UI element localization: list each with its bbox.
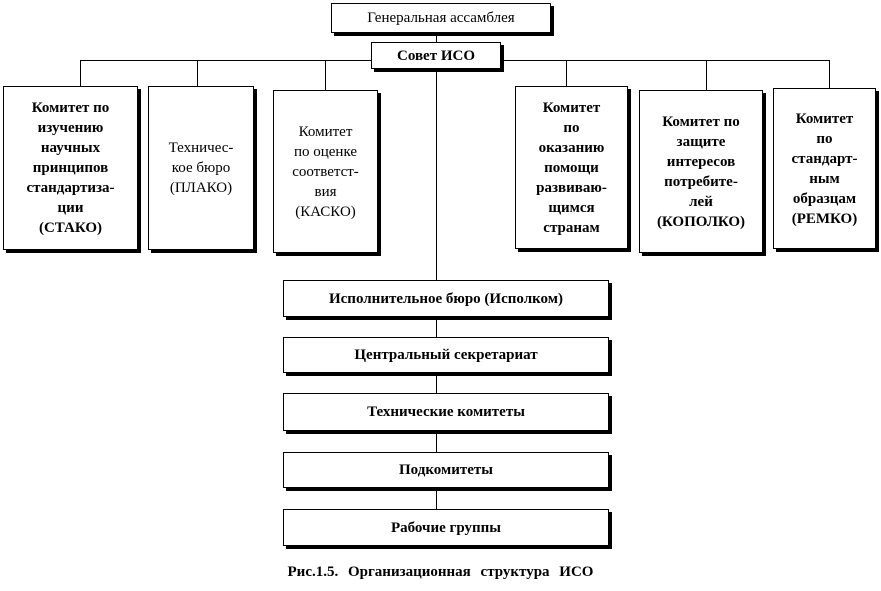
subcommittees-label: Подкомитеты <box>399 462 493 478</box>
technical-committees-label: Технические комитеты <box>367 404 525 420</box>
connector-council-down <box>436 68 437 283</box>
connector-devco <box>566 60 567 86</box>
connector-plako <box>197 60 198 86</box>
figure-caption: Рис.1.5. Организационная структура ИСО <box>287 564 594 580</box>
committee-stako-box: Комитет по изучению научных принципов ст… <box>3 86 138 250</box>
general-assembly-box: Генеральная ассамблея <box>331 3 551 33</box>
committee-kasko-label: Комитет по оценке соответст- вия (КАСКО) <box>292 123 359 220</box>
committee-devco-box: Комитет по оказанию помощи развиваю- щим… <box>515 86 628 249</box>
iso-council-box: Совет ИСО <box>371 42 501 69</box>
subcommittees-box: Подкомитеты <box>283 452 609 488</box>
connector-assembly-council <box>436 33 437 42</box>
committee-plako-label: Техничес- кое бюро (ПЛАКО) <box>168 140 234 196</box>
committee-stako-label: Комитет по изучению научных принципов ст… <box>26 100 115 236</box>
committee-kopolko-box: Комитет по защите интересов потребите- л… <box>639 90 763 253</box>
working-groups-label: Рабочие группы <box>390 519 502 536</box>
connector-h3 <box>436 431 437 452</box>
connector-remko <box>829 60 830 88</box>
committee-devco-label: Комитет по оказанию помощи развиваю- щим… <box>536 99 607 236</box>
connector-h1 <box>436 317 437 337</box>
connector-kopolko <box>706 60 707 90</box>
committee-kasko-box: Комитет по оценке соответст- вия (КАСКО) <box>273 90 378 253</box>
working-groups-box: Рабочие группы <box>283 509 609 546</box>
committee-remko-label: Комитет по стандарт- ным образцам (РЕМКО… <box>791 110 858 227</box>
committee-kopolko-label: Комитет по защите интересов потребите- л… <box>656 113 746 230</box>
connector-kasko <box>325 60 326 90</box>
technical-committees-box: Технические комитеты <box>283 393 609 431</box>
committee-remko-box: Комитет по стандарт- ным образцам (РЕМКО… <box>773 88 876 249</box>
central-secretariat-label: Центральный секретариат <box>354 347 538 363</box>
central-secretariat-box: Центральный секретариат <box>283 337 609 373</box>
connector-stako <box>80 60 81 86</box>
general-assembly-label: Генеральная ассамблея <box>367 10 515 26</box>
connector-h2 <box>436 373 437 393</box>
executive-bureau-label: Исполнительное бюро (Исполком) <box>328 290 563 307</box>
executive-bureau-box: Исполнительное бюро (Исполком) <box>283 280 609 317</box>
iso-council-label: Совет ИСО <box>396 47 475 64</box>
connector-h4 <box>436 488 437 509</box>
committee-plako-box: Техничес- кое бюро (ПЛАКО) <box>148 86 254 250</box>
